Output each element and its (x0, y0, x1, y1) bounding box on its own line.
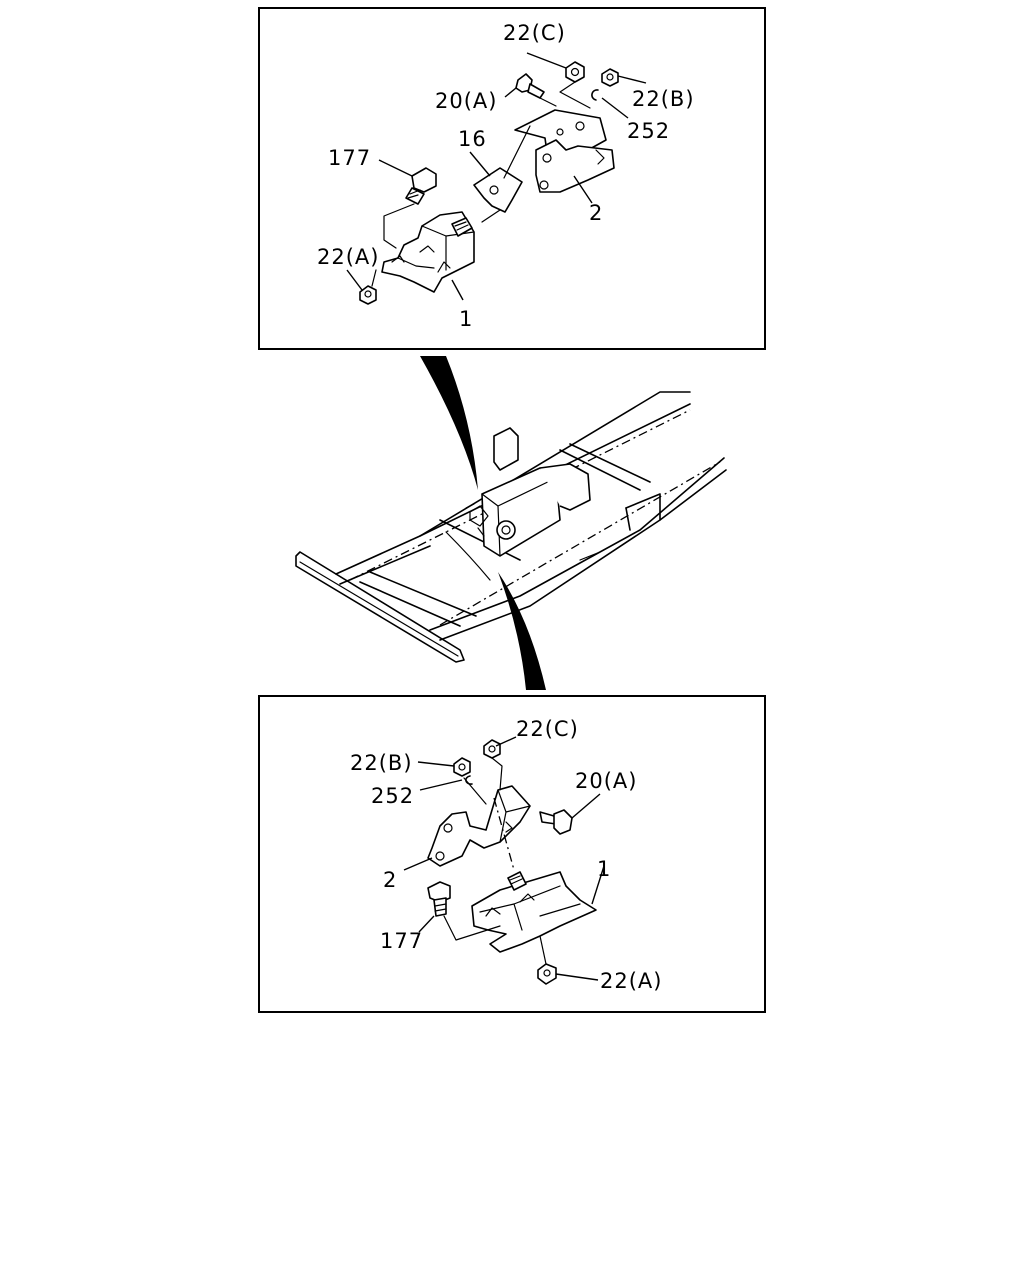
callout-2: 2 (589, 201, 603, 225)
top-detail-panel: 22(C) 20(A) 22(B) 252 177 16 2 22(A) 1 (258, 7, 766, 350)
callout-1: 1 (459, 307, 473, 331)
pointer-to-top-detail (420, 356, 478, 490)
plate-part-16 (473, 167, 523, 213)
engine-mount-part-1-lower (471, 871, 597, 953)
callout-2-lower: 2 (383, 868, 397, 892)
nut-part-22c-lower (483, 739, 501, 759)
engine-mount-part-1 (381, 211, 475, 293)
nut-part-22c (565, 61, 585, 83)
callout-22c: 22(C) (503, 21, 566, 45)
callout-22a: 22(A) (317, 245, 379, 269)
callout-20a: 20(A) (435, 89, 497, 113)
callout-22b-lower: 22(B) (350, 751, 413, 775)
nut-part-22b (601, 68, 619, 87)
bracket-part-2 (514, 109, 615, 193)
callout-252: 252 (627, 119, 670, 143)
bolt-part-20a-lower (539, 809, 573, 835)
callout-20a-lower: 20(A) (575, 769, 637, 793)
callout-22c-lower: 22(C) (516, 717, 579, 741)
chassis-frame-overview (295, 356, 727, 690)
bolt-part-20a (515, 73, 545, 99)
callout-1-lower: 1 (597, 857, 611, 881)
bolt-part-177-lower (427, 881, 451, 917)
nut-part-22a (359, 285, 377, 305)
bottom-detail-panel: 22(C) 22(B) 252 20(A) 2 1 177 22(A) (258, 695, 766, 1013)
bracket-part-2-lower (427, 785, 531, 867)
callout-22a-lower: 22(A) (600, 969, 662, 993)
callout-252-lower: 252 (371, 784, 414, 808)
callout-177: 177 (328, 146, 371, 170)
nut-part-22b-lower (453, 757, 471, 777)
callout-16: 16 (458, 127, 487, 151)
pointer-to-bottom-detail (498, 572, 546, 690)
washer-part-252 (591, 89, 599, 101)
bolt-part-177 (405, 167, 437, 205)
callout-177-lower: 177 (380, 929, 423, 953)
callout-22b: 22(B) (632, 87, 695, 111)
